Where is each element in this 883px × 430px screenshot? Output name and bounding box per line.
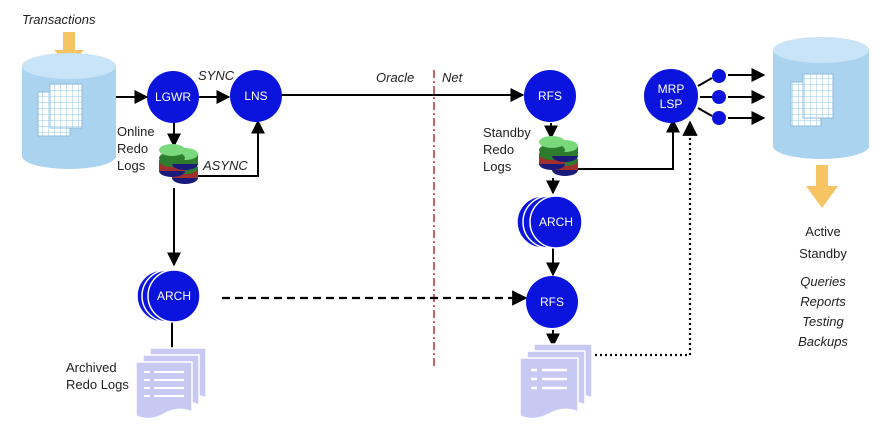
- online-redo-logs-icon: [159, 144, 198, 184]
- standby-archived-logs-icon: [519, 343, 593, 420]
- lgwr-label: LGWR: [155, 90, 191, 104]
- active-label: Active: [805, 224, 840, 239]
- redo-logs-label: Redo Logs: [66, 377, 129, 392]
- async-label: ASYNC: [202, 158, 248, 173]
- redo-label: Redo: [117, 141, 148, 156]
- backups-label: Backups: [798, 334, 848, 349]
- rfs-bottom-label: RFS: [540, 295, 564, 309]
- testing-label: Testing: [802, 314, 844, 329]
- lsp-label: LSP: [660, 97, 683, 111]
- async-arrow: [198, 119, 265, 177]
- standby-redo-logs-icon: [539, 136, 578, 176]
- primary-database-icon: [22, 53, 116, 169]
- active-standby-arrow: [806, 165, 838, 208]
- archived-label: Archived: [66, 360, 117, 375]
- standby-redo-label: Redo: [483, 142, 514, 157]
- rfs-bottom-node: RFS: [526, 276, 578, 328]
- active-standby-label: Standby: [799, 246, 847, 261]
- standby-logs-label: Logs: [483, 159, 512, 174]
- sync-label: SYNC: [198, 68, 235, 83]
- arch-left-label: ARCH: [157, 289, 191, 303]
- oracle-label: Oracle: [376, 70, 414, 85]
- net-label: Net: [442, 70, 464, 85]
- online-label: Online: [117, 124, 155, 139]
- mrp-label: MRP: [658, 82, 685, 96]
- lns-node: LNS: [230, 70, 282, 122]
- arch-right-label: ARCH: [539, 215, 573, 229]
- arch-left-node: ARCH: [136, 269, 201, 323]
- transactions-label: Transactions: [22, 12, 96, 27]
- mrp-lsp-node: MRP LSP: [644, 69, 698, 123]
- mrp-fanout: [697, 68, 766, 125]
- logs-label: Logs: [117, 158, 146, 173]
- standby-logs-to-mrp-arrow: [578, 118, 680, 170]
- lgwr-node: LGWR: [147, 71, 199, 123]
- standby-label: Standby: [483, 125, 531, 140]
- rfs-top-node: RFS: [524, 70, 576, 122]
- standby-database-icon: [773, 37, 869, 159]
- reports-label: Reports: [800, 294, 846, 309]
- archived-redo-logs-icon: [135, 347, 207, 420]
- arch-right-node: ARCH: [516, 195, 583, 249]
- rfs-top-label: RFS: [538, 89, 562, 103]
- queries-label: Queries: [800, 274, 846, 289]
- archived-to-mrp-dotted-arrow: [595, 120, 698, 357]
- lns-label: LNS: [244, 89, 267, 103]
